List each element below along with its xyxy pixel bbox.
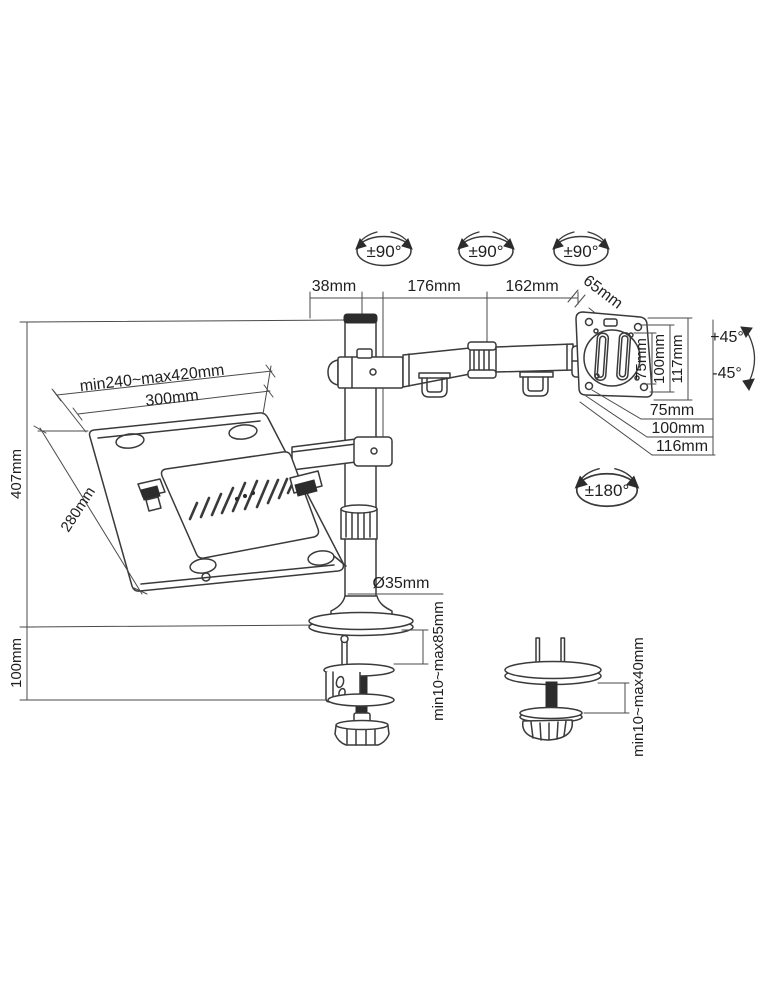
cable-clip-1 — [418, 372, 451, 398]
tilt-up-label: +45° — [710, 329, 744, 346]
vesa-v117-label: 117mm — [669, 335, 686, 384]
tray-range-label: min240~max420mm — [79, 362, 225, 395]
vesa-v100-label: 100mm — [651, 334, 668, 384]
vesa-vertical-dimensions — [633, 317, 693, 401]
pole-cap — [343, 313, 378, 324]
badge-rot-pole-label: ±90° — [366, 242, 401, 261]
pole-diameter-label: Ø35mm — [373, 575, 430, 592]
vesa-h116-label: 116mm — [656, 438, 708, 455]
tilt-arrow — [740, 326, 756, 392]
clamp-range-label: min10~max85mm — [430, 601, 447, 721]
top-dimension-row — [309, 289, 611, 437]
tray-280mm-label: 280mm — [57, 484, 99, 535]
vesa-v75-label: 75mm — [633, 338, 650, 380]
tray-dimensions — [33, 364, 276, 595]
tray-300mm-label: 300mm — [145, 387, 200, 410]
tray-hook-left — [137, 478, 166, 512]
arm-elbow-top-cap — [467, 341, 497, 351]
tray-platform — [160, 451, 320, 559]
cable-clip-2 — [519, 371, 554, 397]
pole-collar — [340, 508, 378, 540]
left-dimension-rail — [19, 319, 346, 701]
badge-rot-vesa-swivel-label: ±180° — [585, 481, 630, 500]
dim-176mm-label: 176mm — [407, 278, 460, 295]
grommet-range-label: min10~max40mm — [630, 637, 647, 757]
vesa-h100-label: 100mm — [651, 420, 704, 437]
dim-65mm-label: 65mm — [580, 272, 626, 312]
arm-segment-1 — [402, 347, 471, 388]
tray-hook-right — [289, 470, 323, 497]
vesa-top-tab — [603, 318, 618, 327]
clamp-range-dimension — [393, 629, 429, 665]
vesa-slots — [594, 332, 632, 382]
monitor-arm — [327, 341, 592, 398]
arm-clamp-boss — [327, 359, 339, 386]
vesa-plate — [575, 311, 653, 398]
arm-elbow-bottom-cap — [467, 369, 497, 379]
vesa-h75-label: 75mm — [650, 402, 694, 419]
clamp-lower-jaw — [327, 693, 395, 707]
dim-38mm-label: 38mm — [312, 278, 356, 295]
vesa-center-ring — [583, 329, 641, 387]
vesa-horizontal-dimensions — [579, 319, 716, 456]
arm-segment-2 — [495, 343, 574, 373]
laptop-tray — [88, 412, 347, 592]
dim-162mm-label: 162mm — [505, 278, 558, 295]
grommet-mount — [504, 637, 602, 741]
tray-arm-assembly — [291, 436, 393, 540]
desk-clamp — [323, 634, 395, 746]
below-desk-100mm-label: 100mm — [8, 638, 25, 688]
grommet-knob — [522, 719, 574, 741]
grommet-range-dimension — [583, 682, 630, 714]
badge-rot-vesa-label: ±90° — [563, 242, 598, 261]
badge-rot-elbow-label: ±90° — [468, 242, 503, 261]
tilt-down-label: -45° — [712, 365, 742, 382]
pole-407mm-label: 407mm — [8, 449, 25, 499]
grommet-top-plate — [504, 660, 602, 680]
tray-arm-pole-block — [353, 436, 393, 467]
grommet-lower-plate — [519, 706, 583, 720]
